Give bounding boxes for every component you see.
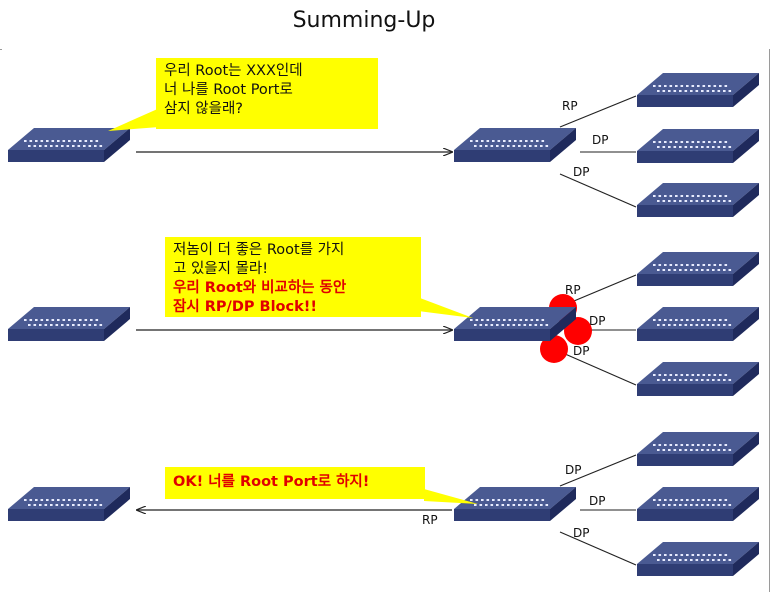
label-scene1-rp: RP xyxy=(562,99,578,113)
switch-scene1-center xyxy=(454,128,576,162)
callout-scene1-line1: 우리 Root는 XXX인데 xyxy=(164,63,303,79)
callout-scene2-line3: 우리 Root와 비교하는 동안 xyxy=(173,280,347,296)
label-scene3-rp: RP xyxy=(422,513,438,527)
switch-scene1-right-bottom xyxy=(637,183,759,217)
switch-scene2-right-top xyxy=(637,252,759,286)
callout-scene2-line2: 고 있을지 몰라! xyxy=(173,261,269,277)
callout-scene3: OK! 너를 Root Port로 하지! xyxy=(165,467,425,499)
link-scene3-dp1 xyxy=(559,454,637,487)
block-dot-dp1 xyxy=(564,317,592,345)
callout-scene2: 저놈이 더 좋은 Root를 가지 고 있을지 몰라! 우리 Root와 비교하… xyxy=(165,237,421,317)
callout-scene1-line2: 너 나를 Root Port로 xyxy=(164,82,293,98)
label-scene2-rp: RP xyxy=(565,283,581,297)
switch-scene1-right-mid xyxy=(637,129,759,163)
frame-top-edge xyxy=(0,49,2,50)
switch-scene3-right-mid xyxy=(637,487,759,521)
frame-right-edge xyxy=(769,49,770,592)
label-scene2-dp2: DP xyxy=(573,344,589,358)
label-scene3-dp1: DP xyxy=(565,463,581,477)
callout-scene2-line1: 저놈이 더 좋은 Root를 가지 xyxy=(173,242,345,258)
switch-scene2-right-bottom xyxy=(637,362,759,396)
label-scene1-dp2: DP xyxy=(573,165,589,179)
label-scene1-dp1: DP xyxy=(592,133,608,147)
callout-scene3-line: OK! 너를 Root Port로 하지! xyxy=(173,474,370,490)
page-title: Summing-Up xyxy=(292,8,436,33)
link-scene3-dp3 xyxy=(559,531,637,566)
label-scene3-dp3: DP xyxy=(573,526,589,540)
link-scene1-dp2 xyxy=(559,173,637,208)
callout-scene1-line3: 삼지 않을래? xyxy=(164,101,244,117)
link-scene2-dp2 xyxy=(555,349,637,386)
switch-layer xyxy=(8,73,759,576)
switch-scene2-root xyxy=(8,307,130,341)
link-scene1-rp xyxy=(559,95,637,128)
callout-scene2-line4: 잠시 RP/DP Block!! xyxy=(173,299,317,315)
block-dot-dp2 xyxy=(540,335,568,363)
network-diagram: RP DP DP RP DP DP RP DP DP DP xyxy=(8,73,759,576)
switch-scene3-right-top xyxy=(637,432,759,466)
switch-scene2-center xyxy=(454,307,576,341)
label-scene3-dp2: DP xyxy=(589,494,605,508)
switch-scene3-right-bottom xyxy=(637,542,759,576)
diagram-stage: RP DP DP RP DP DP RP DP DP DP 우리 Root는 X… xyxy=(0,49,772,592)
label-scene2-dp1: DP xyxy=(589,314,605,328)
callout-scene1: 우리 Root는 XXX인데 너 나를 Root Port로 삼지 않을래? xyxy=(156,58,378,129)
switch-scene2-right-mid xyxy=(637,307,759,341)
switch-scene3-root xyxy=(8,487,130,521)
switch-scene1-root xyxy=(8,128,130,162)
switch-scene3-center xyxy=(454,487,576,521)
switch-scene1-right-top xyxy=(637,73,759,107)
